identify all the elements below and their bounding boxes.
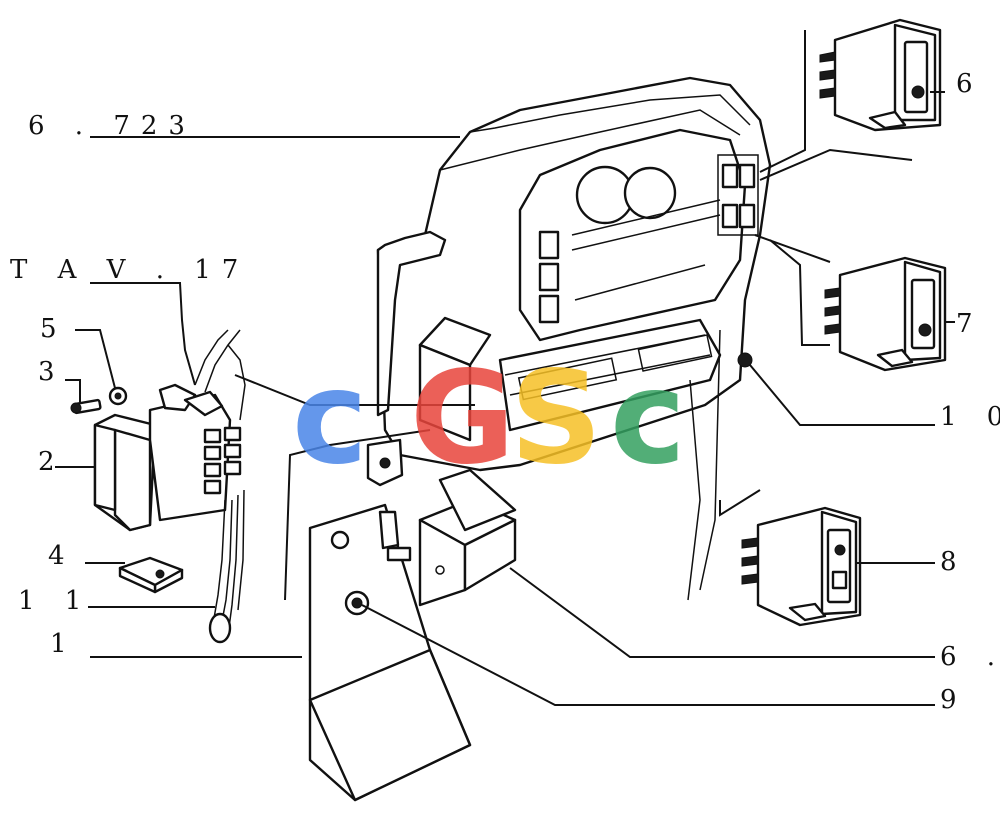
leader-lines bbox=[55, 30, 955, 706]
callout-8: 8 bbox=[940, 547, 968, 577]
callout-6-723: 6 . 723 bbox=[28, 111, 196, 141]
callout-tav-17: T A V . 17 bbox=[10, 255, 249, 285]
small-bracket bbox=[418, 468, 517, 607]
callout-6-top: 6 bbox=[956, 69, 984, 99]
screw bbox=[70, 398, 102, 415]
rocker-switch-7 bbox=[824, 256, 947, 372]
watermark-letter-g: G bbox=[410, 344, 515, 493]
watermark-letter-c1: c bbox=[292, 344, 368, 493]
fuse-box-terminals bbox=[203, 426, 242, 495]
fuse bbox=[118, 556, 184, 594]
callout-10: 1 0 bbox=[940, 402, 1000, 432]
instrument-console bbox=[366, 76, 772, 601]
watermark-logo: c G S c bbox=[292, 344, 686, 493]
callout-2: 2 bbox=[38, 447, 66, 477]
callout-7: 7 bbox=[956, 309, 984, 339]
fuse-box bbox=[93, 329, 246, 644]
rocker-switch-6 bbox=[819, 18, 942, 132]
watermark-letter-s: S bbox=[510, 344, 602, 493]
callout-1: 1 bbox=[50, 629, 78, 659]
callout-5: 5 bbox=[40, 314, 68, 344]
callout-3: 3 bbox=[38, 357, 66, 387]
rocker-switch-8 bbox=[741, 506, 862, 627]
callout-4: 4 bbox=[48, 541, 76, 571]
bracket-plate bbox=[308, 503, 472, 802]
watermark-letter-c2: c bbox=[610, 344, 686, 493]
callout-6-bottom: 6 . bbox=[940, 642, 1000, 672]
callout-9: 9 bbox=[940, 685, 968, 715]
callout-labels: 6 . 723 T A V . 17 5 3 2 4 1 1 1 6 7 1 0… bbox=[10, 69, 1000, 715]
washer bbox=[108, 386, 128, 406]
callout-11: 1 1 bbox=[18, 586, 92, 616]
